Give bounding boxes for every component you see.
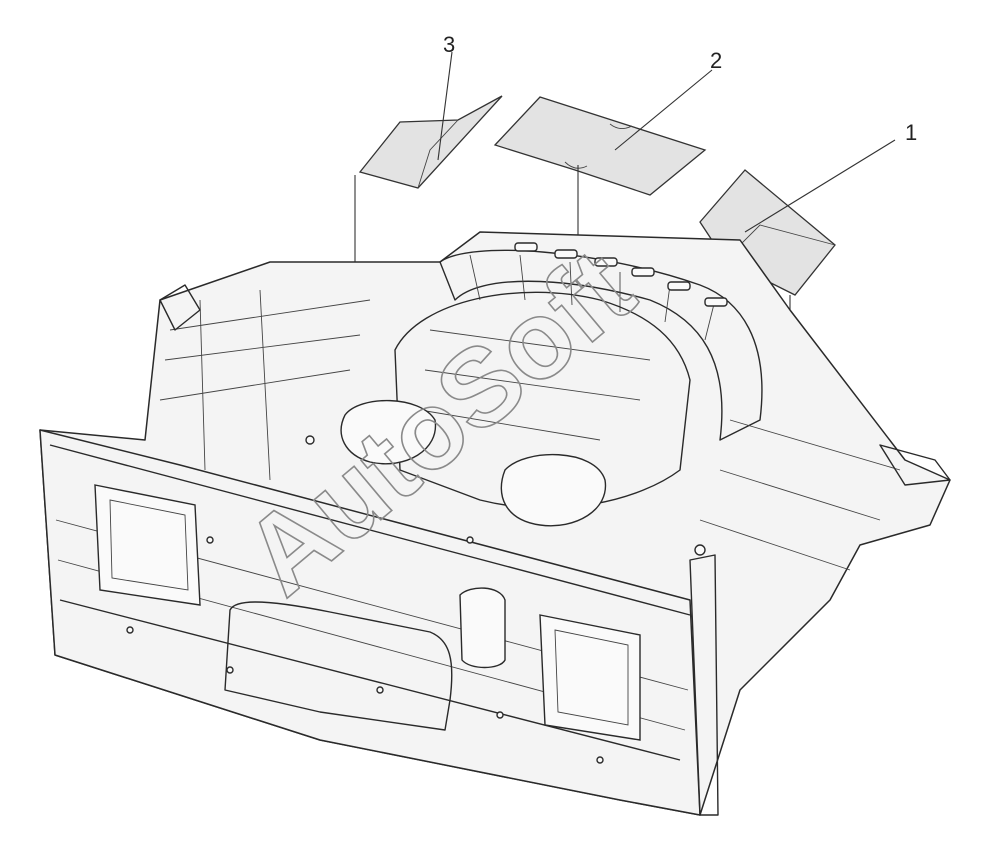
callout-2: 2 — [710, 48, 722, 73]
insulation-pad-3 — [358, 95, 503, 189]
callout-leaders — [437, 51, 896, 233]
insulation-pad-2 — [493, 96, 707, 196]
callout-1: 1 — [905, 120, 917, 145]
cargo-floor-structure — [39, 231, 951, 816]
callout-3: 3 — [443, 32, 455, 57]
